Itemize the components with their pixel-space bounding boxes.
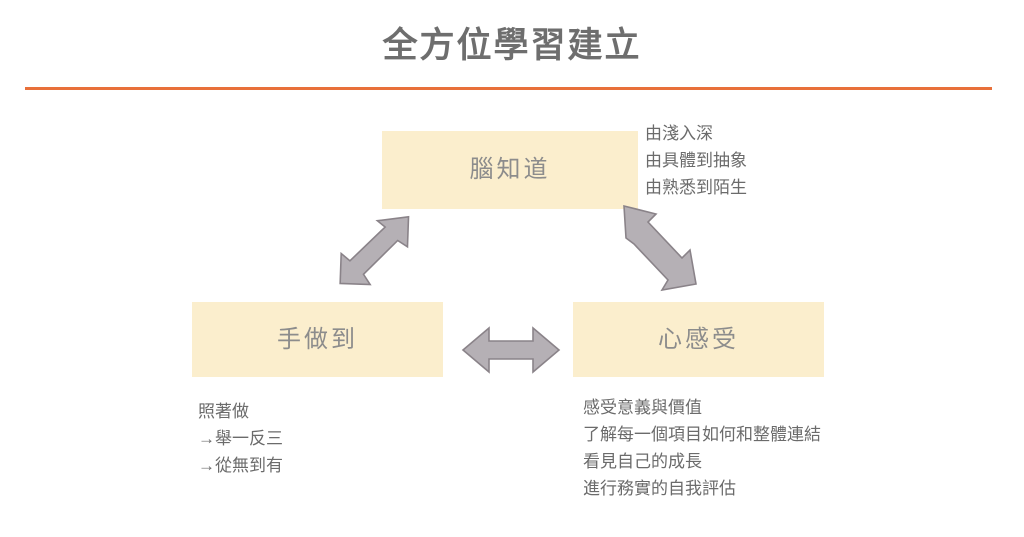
page-title: 全方位學習建立 (382, 26, 642, 65)
note-text-brain: 由淺入深 由具體到抽象 由熟悉到陌生 (645, 124, 747, 197)
double-arrow-brain-hand-icon (339, 215, 410, 286)
node-label-heart: 心感受 (658, 325, 739, 353)
note-text-hand: 照著做 →舉一反三 →從無到有 (198, 402, 283, 475)
node-label-brain: 腦知道 (469, 156, 551, 183)
note-text-heart: 感受意義與價值 了解每一個項目如何和整體連結 看見自己的成長 進行務實的自我評估 (583, 398, 821, 498)
node-box-brain: 腦知道 (382, 131, 638, 209)
double-arrow-brain-heart-icon (623, 204, 697, 292)
node-box-hand: 手做到 (192, 302, 443, 377)
node-label-hand: 手做到 (277, 325, 358, 353)
title-divider-rule (25, 87, 992, 90)
node-box-heart: 心感受 (573, 302, 824, 377)
double-arrow-hand-heart-icon (461, 326, 561, 374)
